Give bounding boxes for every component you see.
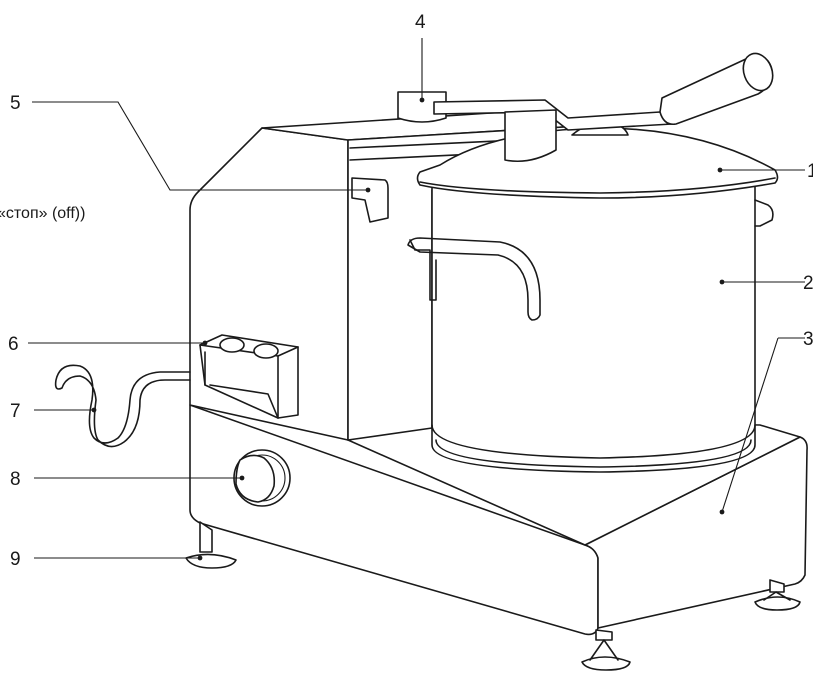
button-start [219,337,245,353]
stop-note: «стоп» (off)) [0,205,85,222]
label-8: 8 [10,469,21,490]
label-9: 9 [10,549,21,570]
label-1: 1 [807,161,813,182]
safety-bracket [351,177,389,223]
power-cord [54,364,191,448]
switch-box [199,334,299,419]
label-6: 6 [8,334,19,355]
bowl [407,184,774,473]
label-4: 4 [415,12,426,33]
label-3: 3 [803,329,813,350]
lid-lock-arm [397,52,774,163]
label-7: 7 [10,401,21,422]
label-5: 5 [10,93,21,114]
feet [185,521,801,671]
motor-tower [189,111,581,441]
button-stop [253,343,279,359]
label-2: 2 [803,273,813,294]
leader-lines [28,38,805,561]
